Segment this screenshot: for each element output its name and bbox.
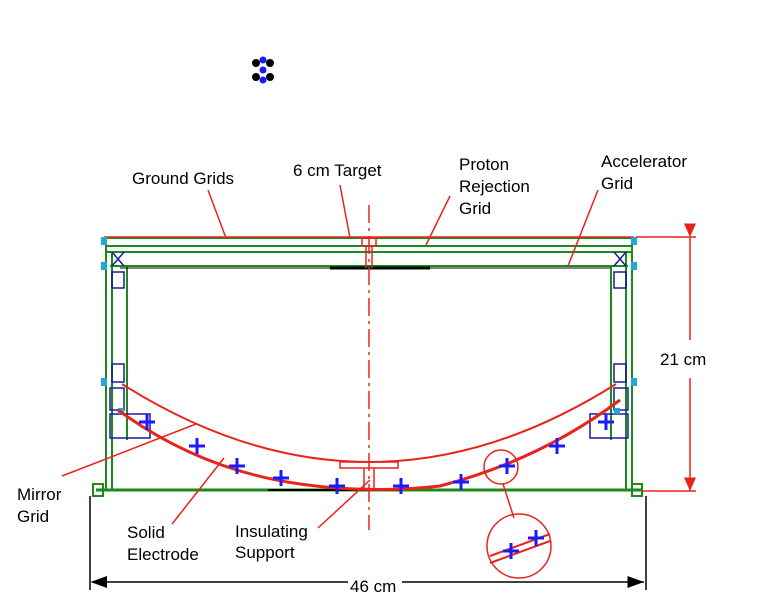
height-label: 21 cm (660, 350, 706, 369)
ground-grids-label: Ground Grids (132, 169, 234, 188)
proton-rejection-label-3: Grid (459, 199, 491, 218)
height-dimension (636, 223, 696, 492)
insulating-support-label-1: Insulating (235, 522, 308, 541)
connectors (101, 237, 637, 414)
mirror-grid-curve (121, 383, 617, 463)
solid-electrode-label-2: Electrode (127, 545, 199, 564)
frame-feet (92, 483, 643, 497)
solid-electrode-curve (117, 398, 621, 492)
magnifier-circle-icon (483, 449, 552, 579)
width-dimension (89, 496, 647, 590)
center-post-top (361, 237, 377, 268)
solid-electrode-label-1: Solid (127, 523, 165, 542)
width-label: 46 cm (350, 577, 396, 596)
atom-cluster-icon (252, 56, 274, 84)
proton-rejection-label-1: Proton (459, 155, 509, 174)
leader-lines (61, 184, 599, 529)
mirror-grid-label-2: Grid (17, 507, 49, 526)
plus-sign-icon (139, 414, 614, 494)
accelerator-label-1: Accelerator (601, 152, 687, 171)
target-label: 6 cm Target (293, 161, 382, 180)
accelerator-label-2: Grid (601, 174, 633, 193)
mirror-grid-label-1: Mirror (17, 485, 62, 504)
side-components (109, 251, 629, 439)
proton-rejection-label-2: Rejection (459, 177, 530, 196)
insulating-support-label-2: Support (235, 543, 295, 562)
